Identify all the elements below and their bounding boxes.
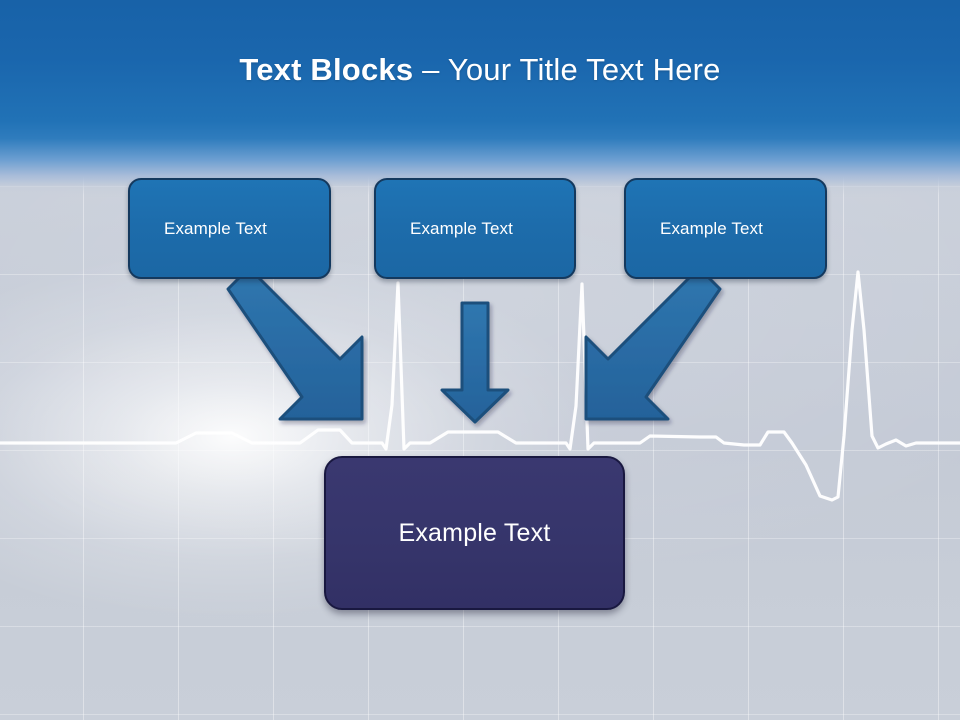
page-title-bold: Text Blocks: [239, 52, 414, 87]
page-title-light: Your Title Text Here: [447, 52, 721, 87]
text-block-3[interactable]: Example Text: [624, 178, 827, 279]
text-block-1[interactable]: Example Text: [128, 178, 331, 279]
text-block-3-label: Example Text: [660, 218, 763, 238]
text-block-2-label: Example Text: [410, 218, 513, 238]
result-text-block-label: Example Text: [398, 518, 551, 547]
page-title-separator: –: [413, 52, 448, 87]
text-block-1-label: Example Text: [164, 218, 267, 238]
page-title: Text Blocks – Your Title Text Here: [0, 52, 960, 88]
text-block-2[interactable]: Example Text: [374, 178, 576, 279]
header-band: [0, 0, 960, 195]
result-text-block[interactable]: Example Text: [324, 456, 625, 610]
